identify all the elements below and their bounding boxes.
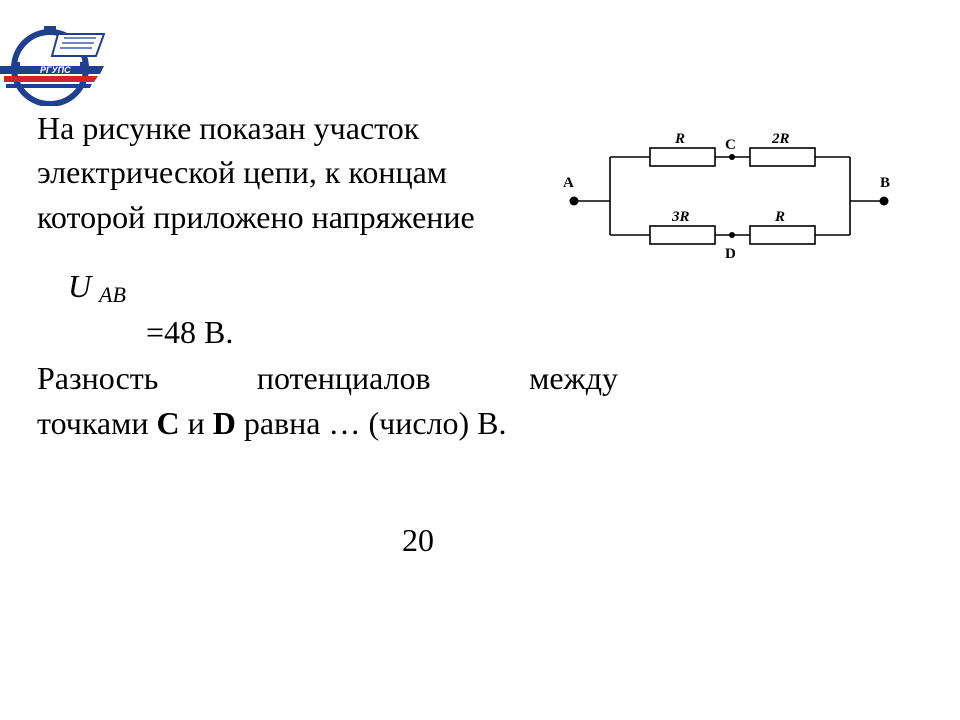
resistor-top-right-label: 2R <box>771 131 790 147</box>
node-a-dot <box>569 196 579 206</box>
node-d-label: D <box>725 246 736 262</box>
resistor-bottom-left <box>649 225 716 245</box>
problem-text-line-3: которой приложено напряжение <box>37 199 475 235</box>
voltage-subscript: AB <box>99 282 126 307</box>
word: между <box>529 360 618 396</box>
line-prefix: точками <box>37 405 157 441</box>
point-c-label: C <box>156 405 180 441</box>
node-c-dot <box>729 154 735 160</box>
problem-text-line-5: точками C и D равна … (число) В. <box>37 403 507 443</box>
answer-value: 20 <box>402 522 434 558</box>
line-suffix: равна … (число) В. <box>235 405 507 441</box>
resistor-top-right <box>749 147 816 167</box>
conjunction: и <box>179 405 213 441</box>
problem-text-line-1: На рисунке показан участок <box>37 110 420 146</box>
problem-text-line-2: электрической цепи, к концам <box>37 154 448 190</box>
point-d-label: D <box>212 405 236 441</box>
problem-text-line-4: Разность потенциалов между <box>37 358 618 398</box>
voltage-value: =48 В. <box>146 314 234 350</box>
resistor-top-left-label: R <box>674 131 685 147</box>
node-b-dot <box>879 196 889 206</box>
university-logo: РГУПС <box>0 22 112 107</box>
voltage-symbol: U <box>68 268 92 304</box>
resistor-bottom-right <box>749 225 816 245</box>
word: Разность <box>37 360 159 396</box>
node-a-label: A <box>563 175 574 191</box>
resistor-bottom-right-label: R <box>774 209 785 225</box>
resistor-bottom-left-label: 3R <box>671 209 690 225</box>
resistor-top-left <box>649 147 716 167</box>
node-b-label: B <box>880 175 890 191</box>
circuit-diagram: A B C D R 2R 3R R <box>563 131 890 262</box>
node-c-label: C <box>725 137 736 153</box>
word: потенциалов <box>256 360 431 396</box>
logo-text: РГУПС <box>40 65 71 75</box>
logo-emblem-icon: РГУПС <box>0 26 106 107</box>
node-d-dot <box>729 232 735 238</box>
